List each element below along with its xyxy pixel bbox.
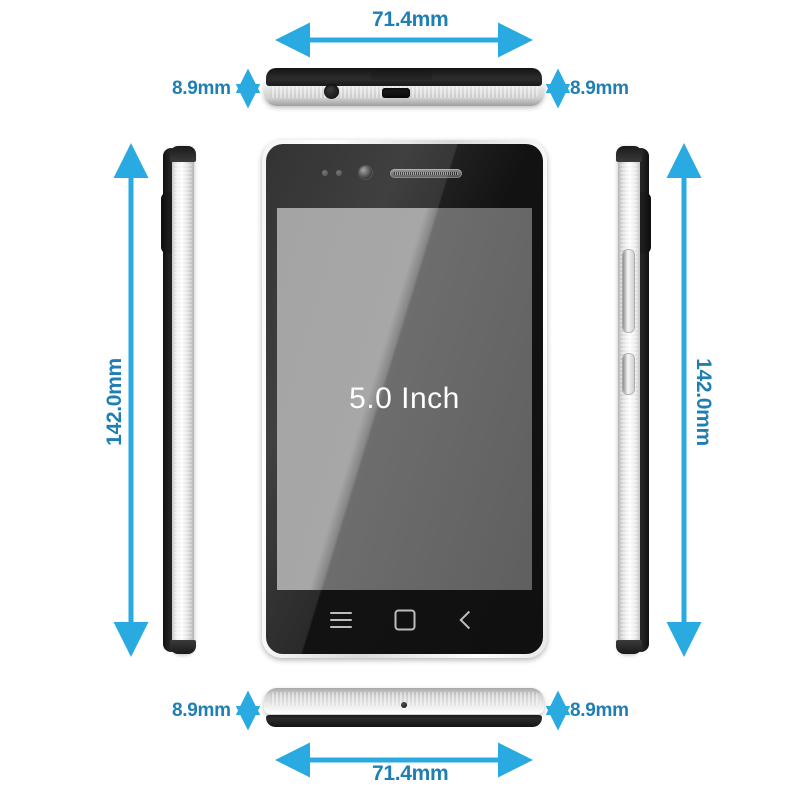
metal-texture [620,156,638,644]
front-view: 5.0 Inch [262,140,547,658]
volume-key-icon [623,250,634,332]
left-profile-top-cap [170,146,196,162]
right-profile-view [612,146,654,654]
navigation-bar [277,600,532,640]
label-thickness-top-right: 8.9mm [570,78,629,99]
speaker-grille-icon [390,169,462,178]
home-icon[interactable] [392,607,418,633]
sensor-dot-icon [322,170,328,176]
left-profile-hump [161,192,173,254]
screen: 5.0 Inch [277,208,532,590]
bottom-edge-metal-frame [264,688,544,714]
top-edge-view [264,64,544,108]
left-profile-metal-frame [172,146,194,654]
power-key-icon [623,354,634,394]
bottom-edge-view [264,686,544,730]
left-profile-body [158,146,200,654]
label-thickness-bottom-left: 8.9mm [172,700,231,721]
metal-texture [174,156,192,644]
label-width-top: 71.4mm [372,8,449,31]
top-edge-back-shell [266,68,542,86]
screen-size-label: 5.0 Inch [349,382,460,415]
right-profile-top-cap [616,146,642,162]
right-profile-body [612,146,654,654]
front-bezel: 5.0 Inch [266,144,543,654]
microphone-icon [401,702,407,708]
usb-port-icon [382,88,410,98]
metal-texture [270,692,538,706]
label-thickness-bottom-right: 8.9mm [570,700,629,721]
right-profile-bottom-cap [616,640,642,654]
label-width-bottom: 71.4mm [372,762,449,785]
left-profile-view [158,146,200,654]
speaker-slots [394,172,458,175]
sensor-dot-icon [336,170,342,176]
back-icon[interactable] [455,607,481,633]
left-profile-bottom-cap [170,640,196,654]
bottom-edge-back-shell [266,715,542,727]
menu-icon[interactable] [328,607,354,633]
label-thickness-top-left: 8.9mm [172,78,231,99]
label-height-left: 142.0mm [103,358,126,446]
camera-icon [359,166,372,179]
top-edge-hump [370,68,432,80]
right-profile-hump [639,192,651,254]
headphone-jack-icon [324,84,339,99]
label-height-right: 142.0mm [692,358,715,446]
